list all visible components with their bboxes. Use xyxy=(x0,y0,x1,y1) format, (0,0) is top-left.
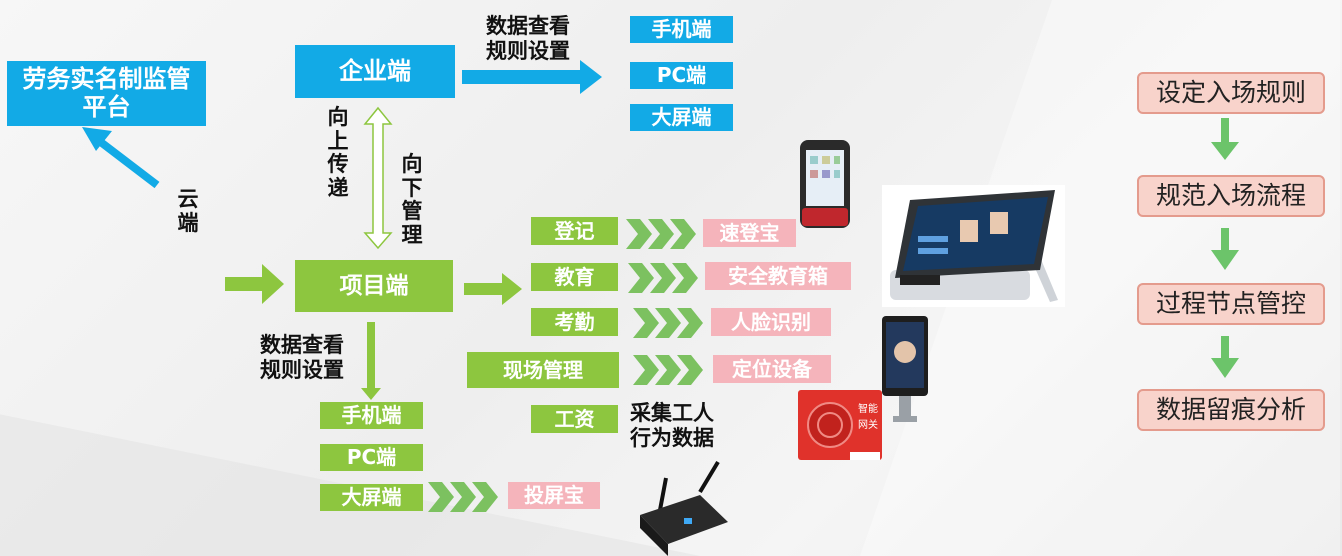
enterprise-note-line2: 规则设置 xyxy=(486,39,570,64)
handheld-terminal-image xyxy=(800,140,850,228)
flow-arrows xyxy=(1211,118,1239,378)
module-register: 登记 xyxy=(531,217,618,245)
module-label: 登记 xyxy=(554,218,595,243)
project-client-label: 大屏端 xyxy=(341,485,402,509)
project-box: 项目端 xyxy=(295,260,453,312)
project-label: 项目端 xyxy=(339,272,409,299)
face-recognition-terminal-image xyxy=(882,316,928,422)
wage-note-line1: 采集工人 xyxy=(630,401,714,425)
enterprise-client-label: PC端 xyxy=(656,63,707,87)
enterprise-client-bigscreen: 大屏端 xyxy=(630,104,733,131)
screen-device-box: 投屏宝 xyxy=(508,482,600,509)
gateway-text-1: 智能 xyxy=(858,402,878,415)
flow-step-set-rules: 设定入场规则 xyxy=(1137,72,1325,114)
sync-down-label: 向下管理 xyxy=(401,152,423,247)
project-note-line1: 数据查看 xyxy=(260,333,344,357)
device-safety-education-box: 安全教育箱 xyxy=(705,262,851,290)
device-face-recognition: 人脸识别 xyxy=(711,308,831,336)
wage-note: 采集工人 行为数据 xyxy=(630,401,714,451)
enterprise-arrow xyxy=(462,60,602,94)
project-down-head xyxy=(361,388,381,400)
module-label: 教育 xyxy=(554,264,595,289)
module-site-management: 现场管理 xyxy=(467,352,619,388)
device-positioning: 定位设备 xyxy=(713,355,831,383)
enterprise-client-pc: PC端 xyxy=(630,62,733,89)
enterprise-client-label: 大屏端 xyxy=(651,105,712,129)
project-client-pc: PC端 xyxy=(320,444,423,471)
gateway-text-2: 网关 xyxy=(858,418,878,431)
flow-step-label: 设定入场规则 xyxy=(1155,77,1306,107)
project-input-arrow xyxy=(225,264,284,304)
project-client-mobile: 手机端 xyxy=(320,402,423,429)
device-label: 安全教育箱 xyxy=(728,263,828,288)
project-note-line2: 规则设置 xyxy=(260,358,344,383)
platform-box: 劳务实名制监管平台 xyxy=(7,61,206,126)
device-label: 速登宝 xyxy=(719,220,780,245)
project-note: 数据查看 规则设置 xyxy=(260,333,344,383)
flow-step-label: 数据留痕分析 xyxy=(1155,394,1306,424)
device-label: 人脸识别 xyxy=(731,309,811,334)
screen-cast-router-image xyxy=(640,460,728,556)
sync-arrow xyxy=(363,106,393,250)
screen-device-label: 投屏宝 xyxy=(524,483,584,507)
wage-note-line2: 行为数据 xyxy=(630,426,714,451)
project-client-label: 手机端 xyxy=(341,403,402,427)
module-label: 工资 xyxy=(554,406,595,431)
enterprise-client-mobile: 手机端 xyxy=(630,16,733,43)
project-output-arrow xyxy=(464,273,522,305)
module-attendance: 考勤 xyxy=(531,308,618,336)
cloud-label: 云端 xyxy=(177,187,199,235)
enterprise-note: 数据查看 规则设置 xyxy=(486,14,570,64)
education-tablet-image xyxy=(882,185,1065,307)
device-label: 定位设备 xyxy=(732,356,812,381)
cloud-arrow-head xyxy=(82,127,112,151)
project-client-bigscreen: 大屏端 xyxy=(320,484,423,511)
chevron-group xyxy=(428,219,703,512)
flow-step-process-control: 过程节点管控 xyxy=(1137,283,1325,325)
device-quick-register: 速登宝 xyxy=(703,219,796,247)
flow-step-standardize-entry: 规范入场流程 xyxy=(1137,175,1325,217)
enterprise-box: 企业端 xyxy=(295,45,455,98)
platform-title: 劳务实名制监管平台 xyxy=(22,64,191,121)
cloud-arrow xyxy=(95,136,160,189)
sync-up-label: 向上传递 xyxy=(327,105,349,200)
module-wage: 工资 xyxy=(531,405,618,433)
enterprise-note-line1: 数据查看 xyxy=(486,14,570,38)
project-client-label: PC端 xyxy=(346,445,397,469)
enterprise-client-label: 手机端 xyxy=(651,17,712,41)
smart-gateway-image: 智能 网关 xyxy=(798,390,882,460)
flow-step-label: 过程节点管控 xyxy=(1155,288,1306,318)
module-education: 教育 xyxy=(531,263,618,291)
flow-step-data-analysis: 数据留痕分析 xyxy=(1137,389,1325,431)
module-label: 考勤 xyxy=(554,309,595,334)
flow-step-label: 规范入场流程 xyxy=(1155,180,1306,210)
enterprise-label: 企业端 xyxy=(339,56,411,85)
project-down-shaft xyxy=(367,322,375,390)
module-label: 现场管理 xyxy=(503,357,583,382)
